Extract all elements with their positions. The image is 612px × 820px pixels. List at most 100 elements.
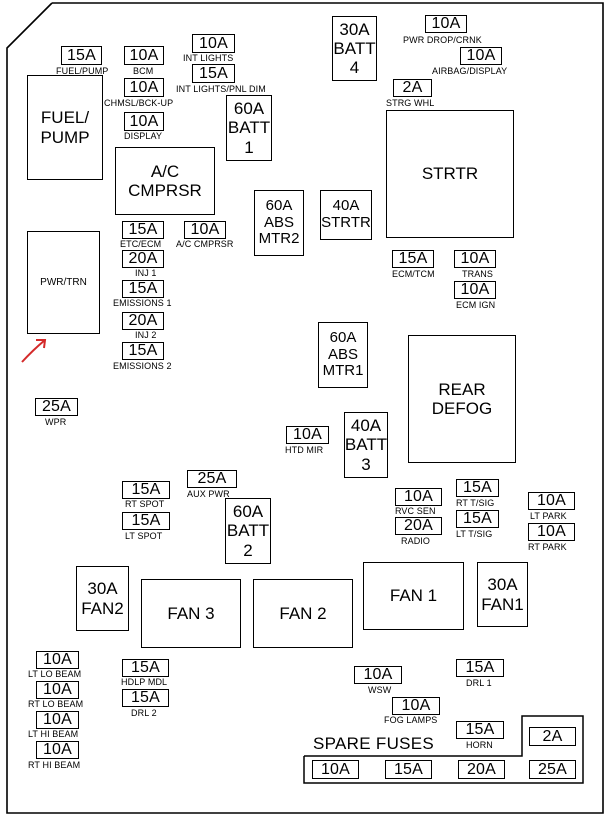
- fuse-label-emissions2: EMISSIONS 2: [113, 361, 172, 371]
- fuse-label-emissions1: EMISSIONS 1: [113, 298, 172, 308]
- relay-strtr-label: STRTR: [421, 164, 479, 184]
- fuse-value: 10A: [320, 760, 351, 778]
- fuse-label-ecm-tcm: ECM/TCM: [392, 269, 435, 279]
- fuse-lt-park: 10A: [528, 492, 575, 510]
- fuse-value: 15A: [462, 479, 493, 496]
- relay-ac-cmprsr: A/C CMPRSR: [115, 147, 215, 215]
- fuse-drl1: 15A: [456, 659, 504, 677]
- fuse-label-bcm: BCM: [133, 66, 154, 76]
- fuse-label-rvc-sen: RVC SEN: [395, 506, 436, 516]
- fuse-value: 10A: [129, 46, 159, 64]
- spare-fuse-20a: 20A: [458, 760, 505, 779]
- fuse-value: 10A: [190, 221, 220, 238]
- maxi-fuse-strtr40-label: 40A STRTR: [321, 197, 371, 231]
- fuse-value: 15A: [131, 481, 161, 498]
- relay-pwr-trn-label: PWR/TRN: [40, 276, 87, 288]
- fuse-label-wsw: WSW: [368, 685, 392, 695]
- fuse-lt-hi-beam: 10A: [36, 711, 79, 729]
- fuse-value: 15A: [66, 46, 97, 64]
- fuse-inj1: 20A: [122, 250, 164, 268]
- fuse-label-trans: TRANS: [462, 269, 494, 279]
- fuse-value: 15A: [398, 250, 428, 267]
- fuse-display: 10A: [124, 112, 164, 131]
- fuse-value: 25A: [197, 470, 227, 487]
- fuse-value: 10A: [403, 488, 434, 505]
- fuse-rvc-sen: 10A: [395, 488, 442, 506]
- relay-pwr-trn: PWR/TRN: [27, 231, 100, 334]
- fuse-strg-whl: 2A: [393, 79, 432, 97]
- fuse-fog-lamps: 10A: [392, 697, 440, 715]
- fuse-wpr: 25A: [35, 398, 78, 416]
- fuse-value: 10A: [536, 523, 567, 540]
- maxi-fuse-batt2-label: 60A BATT 2: [226, 502, 270, 560]
- spare-fuse-10a: 10A: [312, 760, 359, 779]
- fuse-label-radio: RADIO: [401, 536, 431, 546]
- fuse-label-drl1: DRL 1: [466, 678, 492, 688]
- fuse-label-rt-hi-beam: RT HI BEAM: [28, 760, 81, 770]
- fuse-value: 10A: [536, 492, 567, 509]
- fuse-value: 15A: [393, 760, 424, 778]
- fuse-label-ac-cmprsr: A/C CMPRSR: [176, 239, 234, 249]
- relay-rear-defog: REAR DEFOG: [408, 335, 516, 463]
- fuse-rt-lo-beam: 10A: [36, 681, 79, 699]
- fuse-lt-tsig: 15A: [456, 510, 499, 528]
- spare-fuse-15a: 15A: [385, 760, 432, 779]
- fuse-label-strg-whl: STRG WHL: [386, 98, 435, 108]
- relay-fan3: FAN 3: [141, 579, 241, 648]
- fuse-aux-pwr: 25A: [187, 470, 237, 488]
- maxi-fuse-abs-mtr1: 60A ABS MTR1: [318, 322, 368, 388]
- fuse-ecm-tcm: 15A: [392, 250, 434, 268]
- fuse-wsw: 10A: [354, 666, 402, 684]
- arrow-icon: [21, 339, 46, 363]
- fuse-drl2: 15A: [122, 689, 169, 707]
- fuse-label-int-lights: INT LIGHTS: [183, 53, 234, 63]
- maxi-fuse-batt1-label: 60A BATT 1: [227, 99, 271, 157]
- maxi-fuse-batt4: 30A BATT 4: [332, 16, 377, 81]
- relay-ac-cmprsr-label: A/C CMPRSR: [128, 161, 202, 200]
- fuse-value: 10A: [42, 741, 73, 758]
- fuse-value: 15A: [131, 512, 161, 529]
- spare-fuse-2a: 2A: [529, 727, 576, 746]
- fuse-label-aux-pwr: AUX PWR: [187, 489, 230, 499]
- fuse-lt-lo-beam: 10A: [36, 651, 79, 669]
- spare-fuse-25a: 25A: [529, 760, 576, 779]
- fuse-value: 15A: [465, 659, 495, 676]
- fuse-label-htd-mir: HTD MIR: [285, 445, 324, 455]
- fuse-lt-spot: 15A: [122, 512, 170, 530]
- fuse-horn: 15A: [456, 721, 504, 739]
- fuse-value: 25A: [41, 398, 72, 415]
- fuse-label-lt-park: LT PARK: [530, 511, 567, 521]
- fuse-label-drl2: DRL 2: [131, 708, 157, 718]
- maxi-fuse-fan1: 30A FAN1: [477, 562, 528, 627]
- fuse-emissions1: 15A: [122, 280, 164, 298]
- fuse-label-inj2: INJ 2: [135, 330, 157, 340]
- fuse-hdlp-mdl: 15A: [122, 659, 169, 677]
- fuse-value: 10A: [292, 426, 323, 443]
- maxi-fuse-fan2-label: 30A FAN2: [81, 579, 124, 618]
- fuse-value: 10A: [401, 697, 431, 714]
- fuse-htd-mir: 10A: [286, 426, 329, 444]
- fuse-label-chmsl: CHMSL/BCK-UP: [104, 98, 174, 108]
- fuse-label-inj1: INJ 1: [135, 268, 157, 278]
- fuse-value: 2A: [402, 79, 423, 96]
- fuse-ecm-ign: 10A: [454, 281, 496, 299]
- fuse-label-etc-ecm: ETC/ECM: [120, 239, 162, 249]
- fuse-bcm: 10A: [124, 46, 164, 65]
- relay-fan3-label: FAN 3: [167, 603, 215, 623]
- maxi-fuse-batt3: 40A BATT 3: [344, 412, 388, 478]
- fuse-value: 10A: [460, 281, 490, 298]
- fuse-label-rt-tsig: RT T/SIG: [456, 498, 495, 508]
- fuse-label-ecm-ign: ECM IGN: [456, 300, 496, 310]
- fuse-value: 10A: [466, 47, 496, 64]
- fuse-value: 10A: [42, 711, 73, 728]
- fuse-label-rt-lo-beam: RT LO BEAM: [28, 699, 84, 709]
- maxi-fuse-fan2: 30A FAN2: [76, 566, 129, 631]
- fuse-trans: 10A: [454, 250, 496, 268]
- fuse-rt-spot: 15A: [122, 481, 170, 499]
- fuse-value: 15A: [198, 64, 229, 82]
- fuse-inj2: 20A: [122, 312, 164, 330]
- fuse-value: 10A: [42, 651, 73, 668]
- fuse-etc-ecm: 15A: [122, 221, 164, 239]
- fuse-value: 10A: [460, 250, 490, 267]
- fuse-ac-cmprsr: 10A: [184, 221, 226, 239]
